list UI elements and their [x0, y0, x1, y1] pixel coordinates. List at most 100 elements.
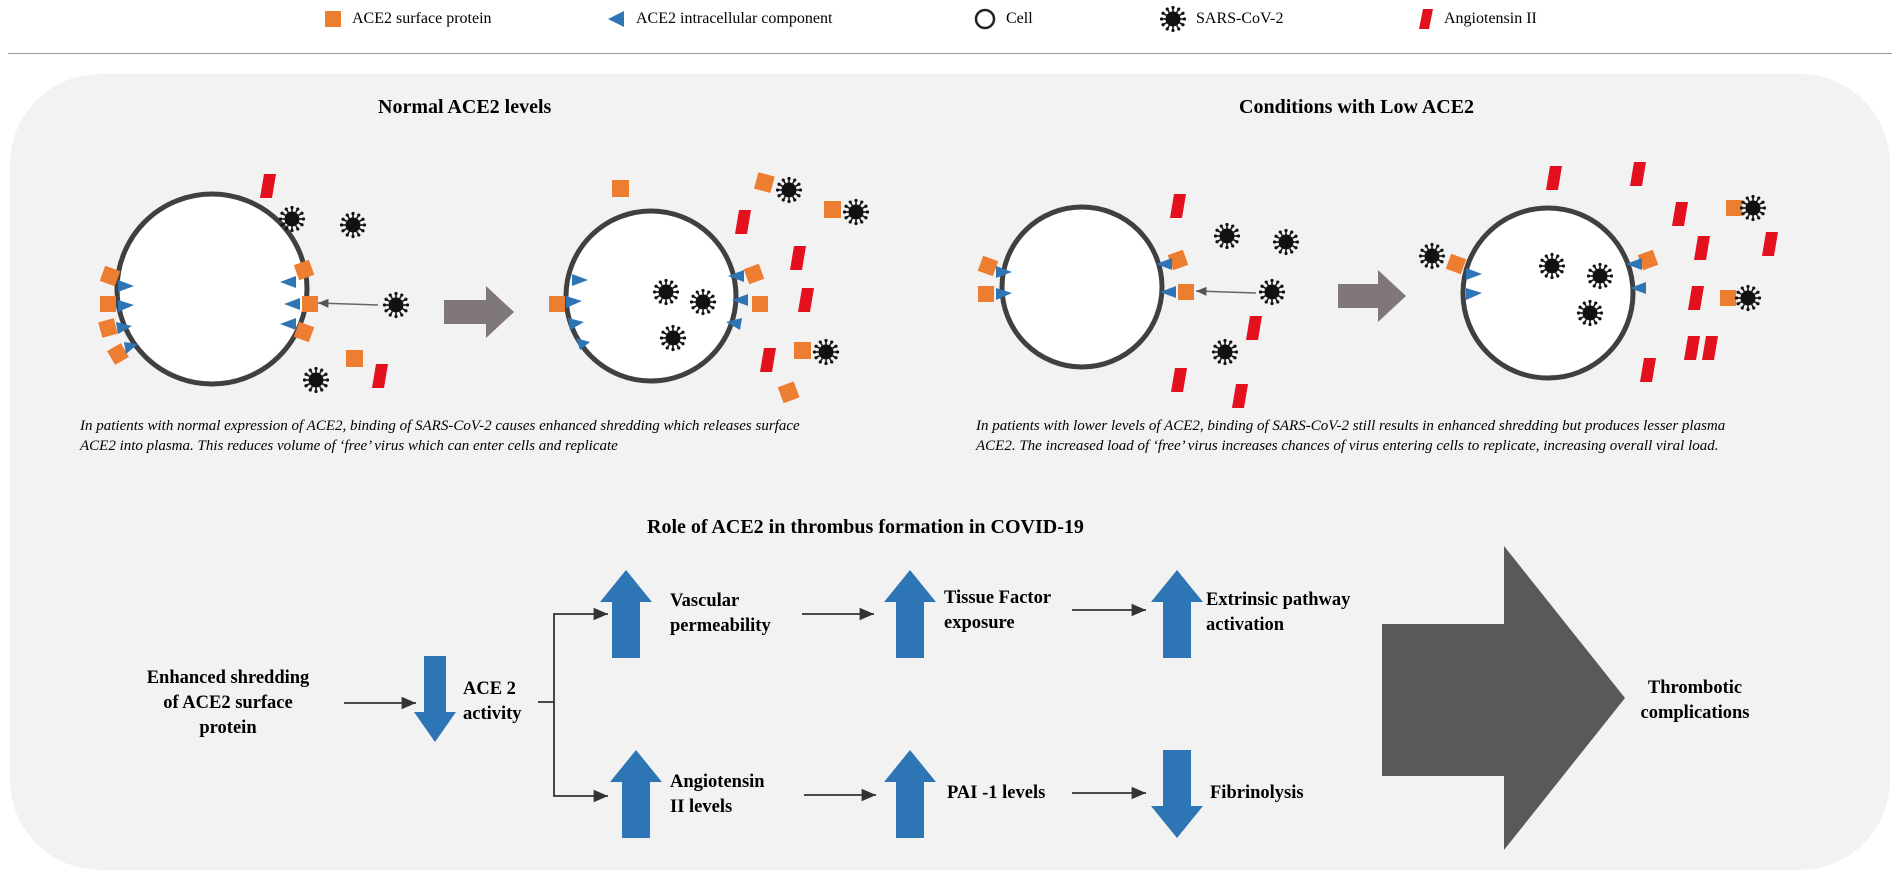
intracellular-component	[566, 296, 582, 308]
virus	[1272, 228, 1300, 256]
virus	[1213, 222, 1241, 250]
angiotensin-ii	[735, 210, 751, 234]
virus	[1258, 278, 1286, 306]
surface-protein	[293, 321, 315, 343]
surface-protein	[100, 296, 116, 312]
angiotensin-ii	[1640, 358, 1656, 382]
vascular-up-arrow	[600, 570, 652, 658]
angiotensin-ii	[1170, 194, 1186, 218]
virus	[1586, 262, 1614, 290]
legend-label-angiotensin: Angiotensin II	[1444, 10, 1537, 27]
legend-divider	[8, 53, 1892, 54]
intracellular-component	[1466, 288, 1482, 300]
surface-protein	[549, 296, 565, 312]
surface-protein	[1178, 284, 1194, 300]
surface-protein	[752, 296, 768, 312]
surface-protein	[977, 255, 999, 277]
legend-label-surface-protein: ACE2 surface protein	[352, 10, 492, 27]
intracellular-component	[1160, 286, 1176, 298]
low-cell-2-group	[1445, 205, 1659, 381]
flow-start-label: Enhanced shredding of ACE2 surface prote…	[128, 666, 328, 741]
legend-item-intracellular: ACE2 intracellular component	[606, 8, 832, 30]
normal-caption-line-1: In patients with normal expression of AC…	[80, 418, 800, 434]
intracellular-component	[568, 318, 584, 330]
cell-icon	[974, 8, 996, 30]
angiotensin-ii	[1232, 384, 1248, 408]
legend-label-cell: Cell	[1006, 10, 1033, 27]
legend-label-virus: SARS-CoV-2	[1196, 10, 1284, 27]
surface-protein	[978, 286, 994, 302]
intracellular-component	[572, 274, 588, 286]
normal-cell-2-group	[549, 208, 768, 384]
intracellular-component	[1156, 258, 1172, 270]
flow-vascular-label: Vascular permeability	[670, 589, 771, 639]
legend-label-intracellular: ACE2 intracellular component	[636, 10, 833, 27]
tissue-factor-up-arrow	[884, 570, 936, 658]
virus	[302, 366, 330, 394]
legend-item-virus: SARS-CoV-2	[1160, 6, 1284, 32]
angiotensin-ii	[372, 364, 388, 388]
virus	[652, 278, 680, 306]
flow-fibrinolysis-line: Fibrinolysis	[1210, 783, 1304, 803]
thrombotic-outcome-arrow	[1382, 546, 1625, 850]
angiotensin-ii	[1684, 336, 1700, 360]
surface-protein	[1167, 249, 1189, 271]
virus	[1211, 338, 1239, 366]
intracellular-component	[280, 276, 296, 288]
intracellular-component	[124, 342, 138, 354]
normal-cell-1	[114, 191, 310, 387]
surface-protein	[302, 296, 318, 312]
flow-start-line: Enhanced shredding	[146, 668, 310, 688]
angiotensin-ii	[1171, 368, 1187, 392]
flow-tissue-factor-label: Tissue Factor exposure	[944, 586, 1051, 636]
flow-ace2-line: activity	[463, 704, 522, 724]
angiotensin-ii	[1546, 166, 1562, 190]
surface-protein	[753, 172, 775, 194]
flow-extrinsic-line: activation	[1206, 615, 1285, 635]
surface-protein	[794, 342, 811, 359]
intracellular-component-icon	[608, 11, 624, 27]
low-ace2-title: Conditions with Low ACE2	[1239, 96, 1475, 118]
flow-result-line: complications	[1640, 703, 1750, 723]
angiotensin-ii	[1702, 336, 1718, 360]
surface-protein	[1637, 249, 1659, 271]
intracellular-component	[1630, 282, 1646, 294]
low-cell-1-group	[977, 204, 1194, 370]
low-cell-2	[1460, 205, 1636, 381]
angiotensin-ii	[1694, 236, 1710, 260]
virus	[842, 198, 870, 226]
thrombus-flow-title: Role of ACE2 in thrombus formation in CO…	[647, 516, 1084, 538]
fibrinolysis-down-arrow	[1151, 750, 1203, 838]
intracellular-component	[1466, 268, 1482, 280]
surface-protein	[346, 350, 363, 367]
angiotensin-ii	[1246, 316, 1262, 340]
surface-protein	[612, 180, 629, 197]
flow-tissue-line: Tissue Factor	[944, 588, 1052, 608]
surface-protein	[107, 343, 129, 365]
intracellular-component	[576, 338, 590, 350]
surface-protein	[1445, 253, 1467, 275]
flow-vascular-line: permeability	[670, 616, 771, 636]
flow-start-line: protein	[199, 718, 257, 738]
virus-icon	[1160, 6, 1186, 32]
virus	[812, 338, 840, 366]
surface-protein	[777, 381, 800, 404]
flow-ace2-line: ACE 2	[463, 679, 516, 699]
intracellular-component	[728, 270, 744, 282]
angiotensin-ii	[1672, 202, 1688, 226]
flow-angiotensin-line: Angiotensin	[670, 772, 765, 792]
transition-arrow-normal	[444, 286, 514, 338]
low-caption-line-1: In patients with lower levels of ACE2, b…	[976, 418, 1726, 434]
flow-angiotensin-line: II levels	[670, 797, 733, 817]
angiotensin-ii	[1630, 162, 1646, 186]
legend-item-surface-protein: ACE2 surface protein	[324, 8, 492, 30]
surface-protein	[1720, 290, 1736, 306]
virus	[1739, 194, 1767, 222]
virus	[339, 211, 367, 239]
legend: ACE2 surface protein ACE2 intracellular …	[0, 0, 1900, 54]
binding-arrow	[317, 298, 379, 308]
extrinsic-up-arrow	[1151, 570, 1203, 658]
flow-extrinsic-line: Extrinsic pathway	[1206, 590, 1351, 610]
